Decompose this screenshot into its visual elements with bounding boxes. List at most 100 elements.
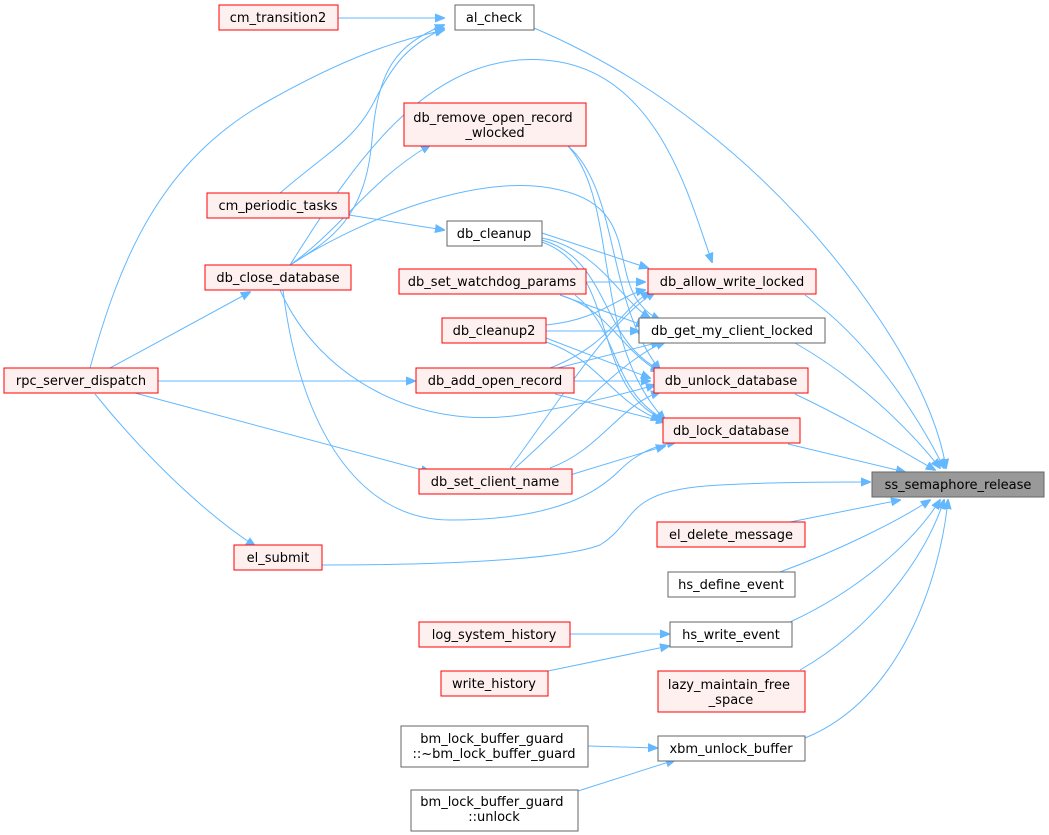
edge-al-check-ss	[533, 27, 946, 468]
node-label: db_unlock_database	[665, 374, 798, 389]
node-label: el_submit	[247, 551, 310, 566]
node-label-multiline: bm_lock_buffer_guard ::~bm_lock_buffer_g…	[413, 732, 576, 762]
edge-db-cleanup-allow	[541, 232, 648, 268]
node-db-lock-database[interactable]: db_lock_database	[662, 417, 801, 444]
node-label: db_close_database	[216, 271, 339, 286]
node-lazy-maintain-free-space[interactable]: lazy_maintain_free _space	[657, 670, 806, 713]
node-label: rpc_server_dispatch	[16, 374, 146, 389]
edge-add-lock	[554, 393, 665, 422]
node-hs-write-event[interactable]: hs_write_event	[669, 621, 793, 648]
node-db-add-open-record[interactable]: db_add_open_record	[415, 367, 575, 394]
node-label-line-2: ::~bm_lock_buffer_guard	[413, 747, 576, 762]
edge-db-cleanup-get-my	[541, 237, 650, 318]
node-label: cm_periodic_tasks	[218, 199, 337, 214]
node-label-line-2: _space	[708, 693, 754, 708]
node-write-history[interactable]: write_history	[440, 670, 549, 697]
edge-db-close-get-my	[289, 184, 660, 320]
edge-add-allow	[549, 292, 650, 369]
node-db-close-database[interactable]: db_close_database	[204, 264, 352, 291]
node-xbm-unlock-buffer[interactable]: xbm_unlock_buffer	[657, 735, 806, 762]
node-label: xbm_unlock_buffer	[669, 742, 793, 757]
edge-rpc-db-close	[109, 292, 250, 369]
edge-cm-periodic-db-cleanup	[348, 214, 444, 230]
node-label: db_get_my_client_locked	[651, 324, 813, 339]
node-label: write_history	[452, 677, 536, 692]
node-label: ss_semaphore_release	[885, 478, 1032, 493]
edge-setname-lock	[569, 446, 665, 476]
edge-setname-get-my	[514, 342, 665, 469]
edge-db-close-lock	[282, 289, 676, 521]
edge-hs-define-ss	[779, 500, 930, 573]
edge-db-cleanup-lock	[541, 241, 665, 420]
node-label: db_set_client_name	[431, 475, 559, 490]
edge-db-remove-lock	[566, 144, 665, 420]
node-label: log_system_history	[432, 628, 557, 643]
node-cm-transition2[interactable]: cm_transition2	[218, 4, 339, 31]
edge-write-history-hs-write	[547, 646, 669, 672]
edge-el-delete-ss	[789, 500, 900, 523]
node-el-submit[interactable]: el_submit	[233, 544, 323, 571]
edge-db-close-db-allow	[289, 59, 712, 266]
edge-xbm-ss	[804, 500, 948, 739]
edge-bm-unlock-xbm	[577, 760, 675, 792]
node-label-line-1: lazy_maintain_free	[668, 678, 790, 693]
node-label: hs_write_event	[682, 628, 780, 643]
node-db-cleanup[interactable]: db_cleanup	[446, 220, 543, 247]
edge-watchdog-lock	[574, 294, 665, 420]
node-label: db_add_open_record	[428, 374, 562, 389]
edge-unlock-ss	[794, 393, 935, 470]
edge-db-cleanup-unlock	[541, 239, 660, 370]
node-label: db_allow_write_locked	[660, 275, 805, 290]
edge-allow-ss	[804, 294, 944, 468]
edge-rpc-el-submit	[94, 393, 255, 546]
node-db-set-watchdog-params[interactable]: db_set_watchdog_params	[398, 268, 587, 295]
edge-setname-allow	[509, 292, 655, 469]
node-db-allow-write-locked[interactable]: db_allow_write_locked	[647, 268, 817, 295]
node-label-line-1: db_remove_open_record	[413, 111, 572, 126]
node-rpc-server-dispatch[interactable]: rpc_server_dispatch	[3, 367, 159, 394]
edge-get-my-ss	[794, 342, 940, 468]
node-label-multiline: bm_lock_buffer_guard ::unlock	[420, 795, 567, 825]
node-label: cm_transition2	[230, 11, 327, 26]
node-bm-lock-buffer-guard-unlock[interactable]: bm_lock_buffer_guard ::unlock	[410, 789, 579, 832]
node-label: db_lock_database	[673, 424, 789, 439]
edge-db-close-database-al-check	[289, 25, 444, 266]
edge-db-close-db-remove	[289, 145, 430, 266]
edge-add-get-my	[549, 342, 660, 371]
edge-cm-periodic-tasks-al-check	[279, 28, 444, 194]
node-label: db_cleanup2	[453, 324, 536, 339]
node-db-unlock-database[interactable]: db_unlock_database	[653, 367, 809, 394]
node-label-multiline: lazy_maintain_free _space	[668, 678, 794, 708]
node-label: db_cleanup	[457, 227, 531, 242]
node-label-line-1: bm_lock_buffer_guard	[420, 795, 563, 810]
edge-cleanup2-lock	[545, 341, 660, 420]
nodes: al_check cm_transition2 db_remove_open_r…	[3, 4, 1045, 832]
edge-cleanup2-allow	[545, 290, 645, 326]
node-label: al_check	[466, 11, 523, 26]
edge-lazy-ss	[799, 500, 944, 671]
edge-rpc-al-check	[89, 30, 444, 369]
node-log-system-history[interactable]: log_system_history	[418, 621, 571, 648]
node-label: db_set_watchdog_params	[408, 275, 577, 290]
node-db-cleanup2[interactable]: db_cleanup2	[441, 317, 547, 344]
node-label-line-2: _wlocked	[464, 126, 524, 141]
node-bm-lock-buffer-guard-dtor[interactable]: bm_lock_buffer_guard ::~bm_lock_buffer_g…	[400, 725, 589, 768]
edge-el-submit-ss	[321, 482, 870, 566]
node-label: hs_define_event	[678, 578, 784, 593]
node-hs-define-event[interactable]: hs_define_event	[667, 571, 796, 598]
node-cm-periodic-tasks[interactable]: cm_periodic_tasks	[206, 192, 350, 219]
node-al-check[interactable]: al_check	[454, 4, 535, 31]
node-label: el_delete_message	[669, 528, 793, 543]
node-db-set-client-name[interactable]: db_set_client_name	[418, 468, 573, 495]
node-db-remove-open-record-wlocked[interactable]: db_remove_open_record _wlocked	[403, 102, 587, 147]
node-el-delete-message[interactable]: el_delete_message	[656, 521, 806, 548]
node-label-line-1: bm_lock_buffer_guard	[420, 732, 563, 747]
edge-db-close-unlock	[279, 289, 655, 419]
node-db-get-my-client-locked[interactable]: db_get_my_client_locked	[638, 317, 826, 344]
node-ss-semaphore-release[interactable]: ss_semaphore_release	[871, 471, 1045, 498]
edge-hs-write-ss	[789, 500, 940, 623]
edge-lock-ss	[787, 443, 905, 472]
edge-rpc-db-set-client	[134, 392, 430, 472]
